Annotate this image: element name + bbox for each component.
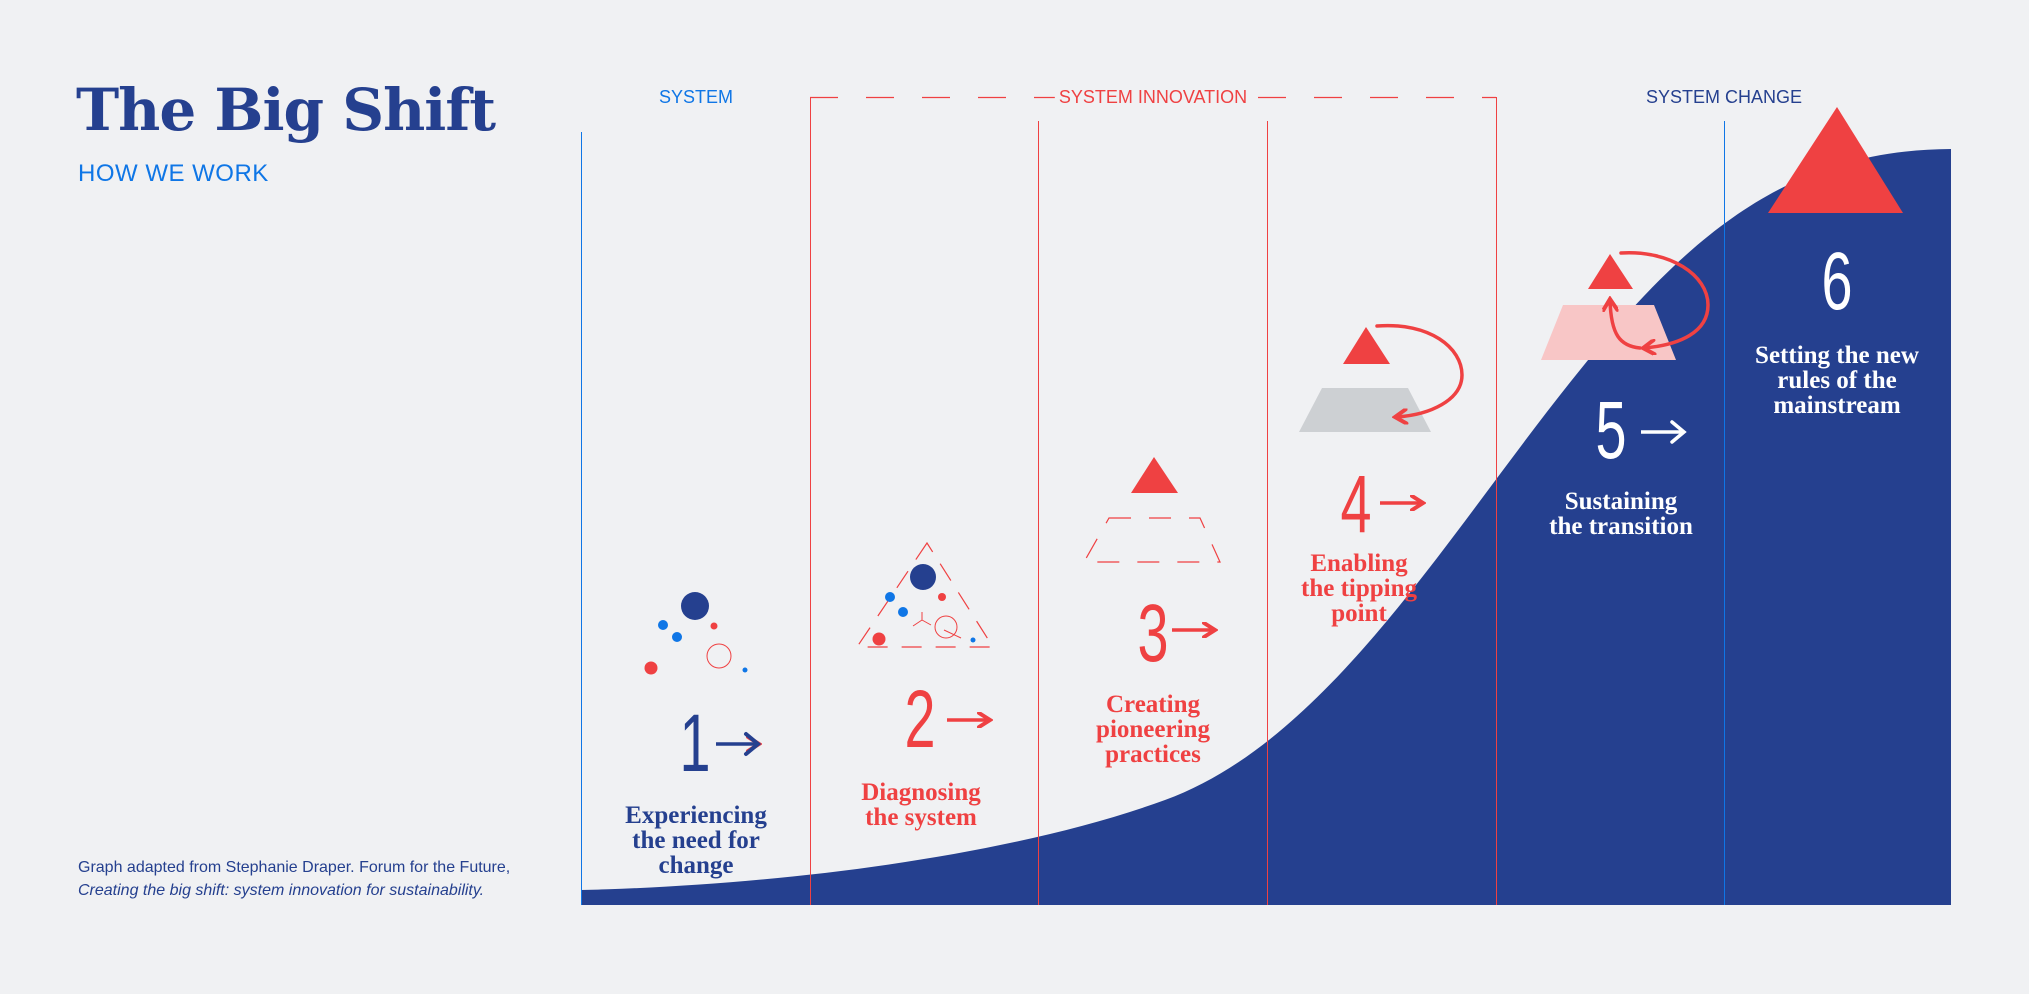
step-number: 5	[1595, 385, 1627, 476]
tipping-point-icon	[1299, 323, 1464, 432]
step-label-line: practices	[1105, 741, 1201, 768]
step-label-line: point	[1331, 600, 1387, 627]
mainstream-triangle-icon	[1768, 107, 1903, 213]
page-subtitle: HOW WE WORK	[78, 160, 269, 187]
step-label-line: Enabling	[1310, 550, 1408, 577]
step-label-line: the transition	[1549, 513, 1693, 540]
step-label-line: the system	[865, 804, 977, 831]
step-label: Experiencing the need for change	[625, 803, 767, 878]
step-label-line: the need for	[632, 827, 760, 854]
step-number: 4	[1340, 459, 1372, 550]
step-label-line: rules of the	[1777, 367, 1897, 394]
step-label: Enabling the tipping point	[1301, 551, 1417, 626]
arrow-right-icon	[1670, 420, 1687, 444]
phase-label-change: SYSTEM CHANGE	[1641, 87, 1807, 108]
step-label-line: Sustaining	[1564, 488, 1678, 515]
credit-title: Creating the big shift: system innovatio…	[78, 882, 485, 899]
step-label-line: Experiencing	[625, 802, 767, 829]
step-label-line: pioneering	[1096, 716, 1210, 743]
step-label: Sustaining the transition	[1549, 489, 1693, 539]
step-number: 1	[679, 698, 711, 789]
source-credit: Graph adapted from Stephanie Draper. For…	[78, 856, 510, 902]
step-label-line: Creating	[1106, 691, 1200, 718]
step-label-line: Setting the new	[1755, 342, 1919, 369]
sustaining-cycle-icon	[1541, 251, 1710, 360]
step-label-line: change	[658, 852, 734, 879]
phase-label-system: SYSTEM	[654, 87, 738, 108]
diagnosis-triangle-icon	[855, 541, 995, 648]
page-title: The Big Shift	[76, 76, 496, 144]
phase-label-innovation: SYSTEM INNOVATION	[1054, 87, 1252, 108]
step-label: Diagnosing the system	[861, 780, 980, 830]
credit-line: Graph adapted from Stephanie Draper. For…	[78, 859, 511, 876]
step-label-line: mainstream	[1773, 392, 1901, 419]
adoption-curve	[581, 149, 1951, 905]
step-label-line: the tipping	[1300, 575, 1418, 602]
step-label: Setting the new rules of the mainstream	[1755, 343, 1919, 418]
emerging-pyramid-icon	[1082, 457, 1221, 563]
step-number: 3	[1137, 588, 1169, 679]
scattered-dots-icon	[644, 592, 748, 675]
step-number: 6	[1821, 236, 1853, 327]
step-label-line: Diagnosing	[861, 779, 981, 806]
step-label: Creating pioneering practices	[1096, 692, 1210, 767]
step-number: 2	[904, 674, 936, 765]
